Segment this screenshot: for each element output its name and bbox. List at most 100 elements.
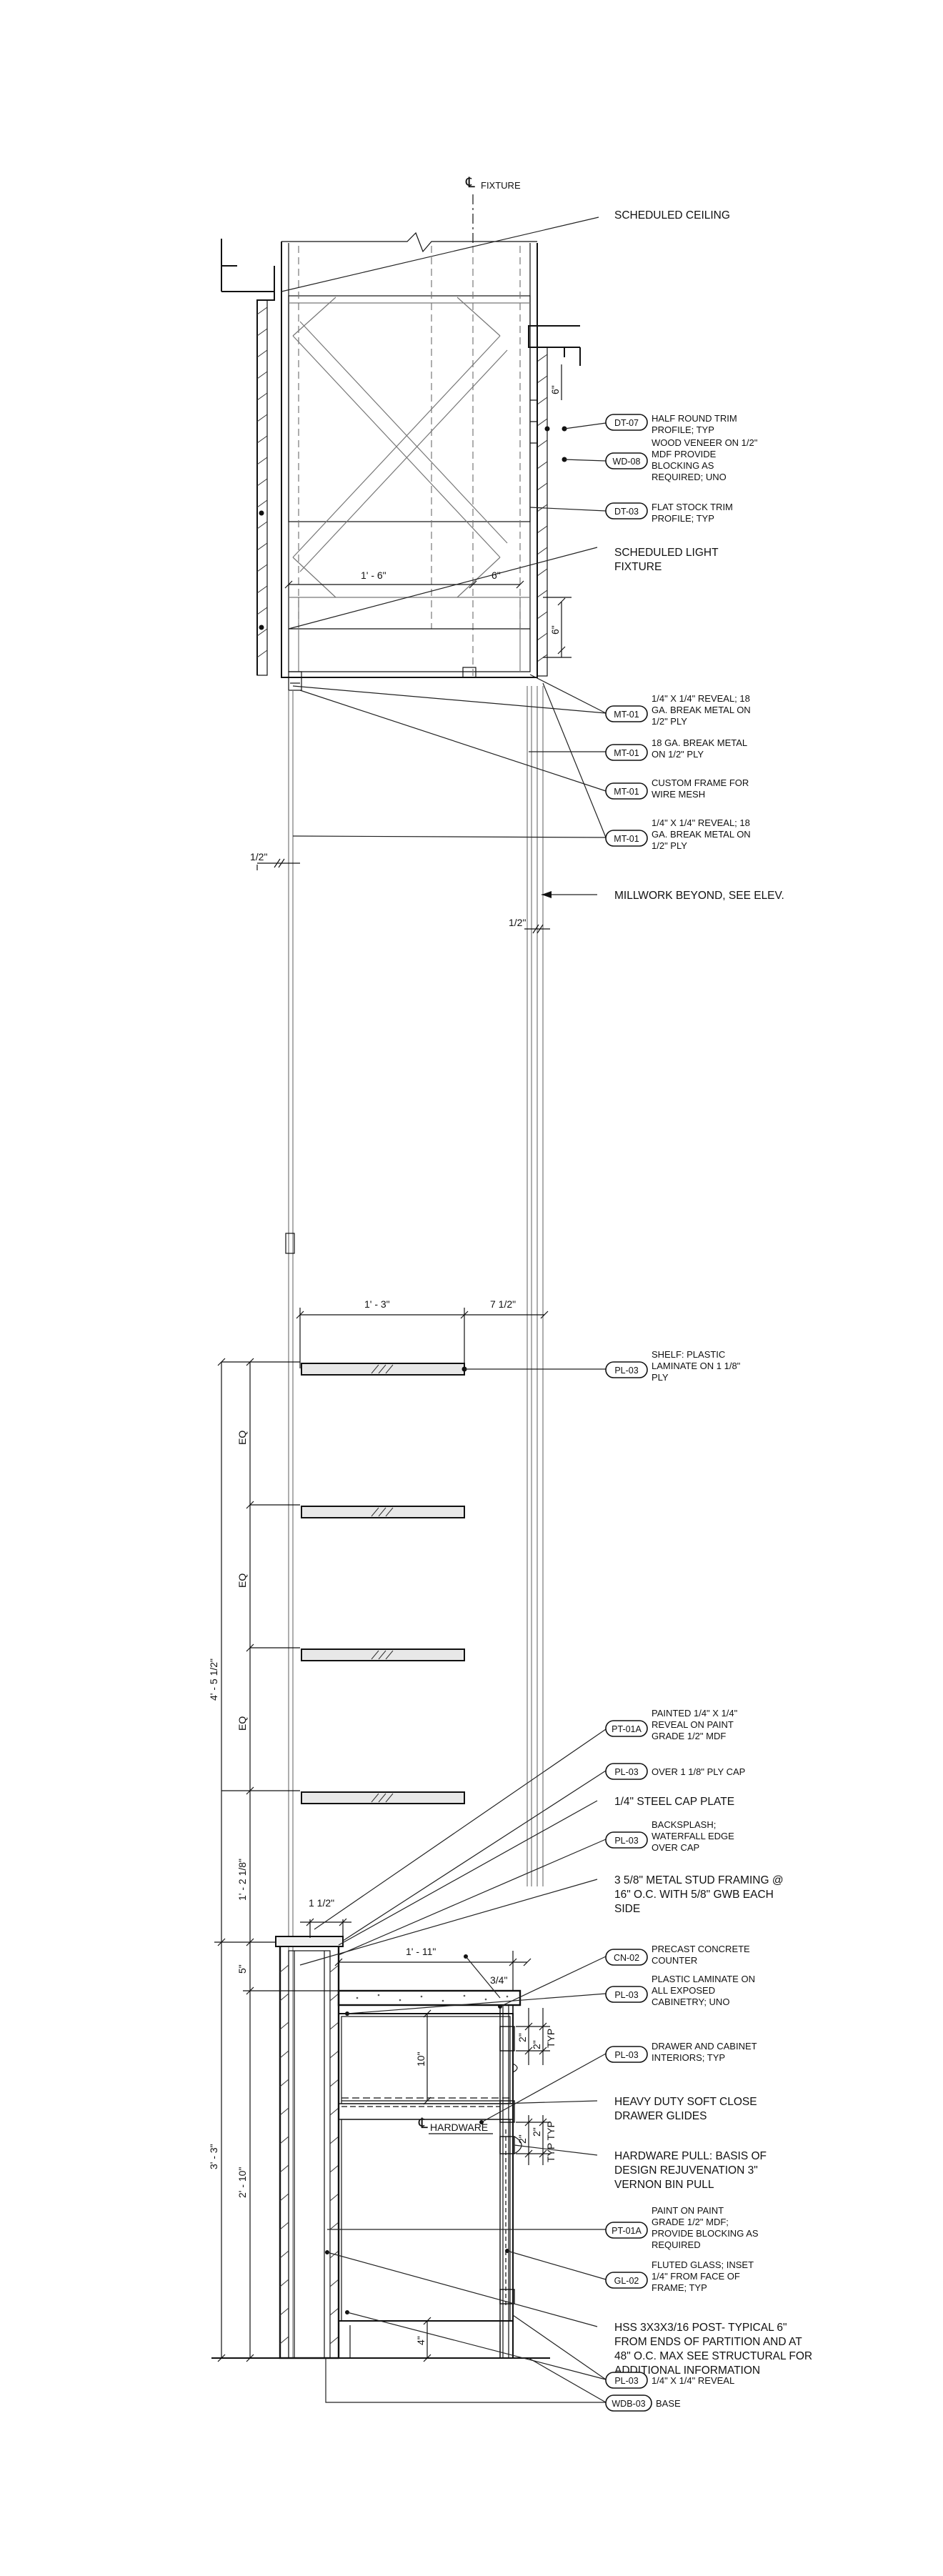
- keynote-tag: MT-01 1/4" X 1/4" REVEAL; 18 GA. BREAK M…: [605, 817, 751, 851]
- fixture-dimensions: 1' - 6" 6" 6" 6": [284, 364, 572, 658]
- dim-two-b: 2": [531, 2040, 542, 2049]
- note-scheduled-light-l1: SCHEDULED LIGHT: [614, 547, 719, 559]
- tag-note-line: 1/4" X 1/4" REVEAL; 18: [652, 817, 750, 828]
- tag-bubble: [605, 782, 648, 800]
- keynote-tag: WD-08 WOOD VENEER ON 1/2" MDF PROVIDE BL…: [605, 437, 758, 482]
- tag-note-line: 1/2" PLY: [652, 840, 687, 851]
- tag-code: PL-03: [614, 1767, 638, 1777]
- tag-note-line: BLOCKING AS: [652, 460, 714, 471]
- tag-note-line: PLASTIC LAMINATE ON: [652, 1974, 755, 1984]
- note-hardware-pull-l3: VERNON BIN PULL: [614, 2179, 714, 2191]
- tag-bubble: [605, 2272, 648, 2289]
- keynote-tag: MT-01 1/4" X 1/4" REVEAL; 18 GA. BREAK M…: [605, 693, 751, 727]
- note-hardware-pull-l2: DESIGN REJUVENATION 3": [614, 2164, 758, 2177]
- tag-code: CN-02: [614, 1953, 639, 1963]
- dim-half-b: 1/2": [509, 917, 526, 928]
- tag-note-line: FRAME; TYP: [652, 2282, 707, 2293]
- dim-two-d: 2": [531, 2127, 542, 2137]
- tag-note-line: OVER CAP: [652, 1842, 699, 1853]
- keynote-tag: DT-07 HALF ROUND TRIM PROFILE; TYP: [605, 413, 737, 435]
- tag-bubble: [605, 502, 648, 519]
- dim-fixture-6a: 6": [492, 570, 501, 581]
- keynote-tag: PL-03 OVER 1 1/8" PLY CAP: [605, 1763, 745, 1780]
- shelves: 1' - 3" 7 1/2": [296, 1298, 549, 1804]
- tag-bubble: [605, 1763, 648, 1780]
- note-metal-stud-l3: SIDE: [614, 1903, 640, 1915]
- tag-code: GL-02: [614, 2276, 639, 2286]
- tag-note-line: BACKSPLASH;: [652, 1819, 716, 1830]
- keynote-tag: WDB-03 BASE: [605, 2395, 681, 2412]
- note-soft-close-l2: DRAWER GLIDES: [614, 2110, 707, 2122]
- tag-bubble: [605, 705, 648, 722]
- tag-note-line: GRADE 1/2" MDF: [652, 1731, 726, 1741]
- keynote-tag: PL-03 DRAWER AND CABINET INTERIORS; TYP: [605, 2041, 757, 2063]
- ceiling-structure-right: [528, 325, 581, 677]
- dim-two-a: 2": [517, 2033, 528, 2042]
- tag-code: DT-07: [614, 418, 639, 428]
- tag-note-line: PLY: [652, 1372, 669, 1383]
- tag-note-line: REQUIRED: [652, 2239, 701, 2250]
- tag-bubble: [605, 2222, 648, 2239]
- tag-note-line: CABINETRY; UNO: [652, 1996, 729, 2007]
- dim-typ-a: TYP: [545, 2029, 557, 2048]
- keynote-tag: PL-03 SHELF: PLASTIC LAMINATE ON 1 1/8" …: [605, 1349, 741, 1383]
- dim-cap-height: 1' - 2 1/8": [236, 1859, 248, 1901]
- dim-cap-thk: 1 1/2": [309, 1897, 334, 1909]
- tag-note-line: CUSTOM FRAME FOR: [652, 777, 749, 788]
- tag-note-line: INTERIORS; TYP: [652, 2052, 725, 2063]
- dim-half-a: 1/2": [250, 851, 267, 862]
- keynote-tag: MT-01 18 GA. BREAK METAL ON 1/2" PLY: [605, 737, 747, 761]
- keynote-tag: GL-02 FLUTED GLASS; INSET 1/4" FROM FACE…: [605, 2259, 754, 2293]
- tag-code: PL-03: [614, 1990, 638, 2000]
- tag-note-line: HALF ROUND TRIM: [652, 413, 737, 424]
- note-hss-post-l3: 48" O.C. MAX SEE STRUCTURAL FOR: [614, 2350, 812, 2362]
- tag-code: MT-01: [614, 748, 639, 758]
- tag-note-line: WIRE MESH: [652, 789, 705, 800]
- tag-code: PT-01A: [612, 2226, 642, 2236]
- keynote-tag: MT-01 CUSTOM FRAME FOR WIRE MESH: [605, 777, 749, 800]
- keynote-tag: PL-03 PLASTIC LAMINATE ON ALL EXPOSED CA…: [605, 1974, 755, 2007]
- tag-note-line: 1/4" X 1/4" REVEAL: [652, 2375, 734, 2386]
- dim-shelf-gap: 7 1/2": [490, 1298, 516, 1310]
- note-hardware-pull-l1: HARDWARE PULL: BASIS OF: [614, 2150, 767, 2162]
- keynote-tag: PL-03 BACKSPLASH; WATERFALL EDGE OVER CA…: [605, 1819, 734, 1853]
- dim-shelves-total: 4' - 5 1/2": [208, 1659, 219, 1701]
- tag-code: MT-01: [614, 787, 639, 797]
- dim-counter-ovh: 3/4": [490, 1974, 507, 1986]
- keynote-tag: CN-02 PRECAST CONCRETE COUNTER: [605, 1944, 750, 1966]
- tag-note-line: DRAWER AND CABINET: [652, 2041, 757, 2052]
- tag-note-line: PROFILE; TYP: [652, 513, 714, 524]
- centerline-symbol: ℄: [465, 175, 475, 191]
- dim-typ-b: TYP TYP: [545, 2121, 557, 2162]
- keynote-tag: PT-01A PAINT ON PAINT GRADE 1/2" MDF; PR…: [605, 2205, 759, 2250]
- shelf-vertical-dimensions: EQ EQ EQ 4' - 5 1/2" 1' - 2 1/8": [208, 1358, 300, 1946]
- tag-note-line: GA. BREAK METAL ON: [652, 829, 751, 840]
- mesh-panel: 1/2" 1/2": [250, 686, 550, 2358]
- tag-code: MT-01: [614, 834, 639, 844]
- fixture-centerline-mark: ℄ FIXTURE: [465, 175, 521, 243]
- plain-notes: SCHEDULED CEILING SCHEDULED LIGHT FIXTUR…: [614, 209, 812, 2377]
- tag-bubble: [605, 2372, 648, 2389]
- dim-fixture-6b: 6": [549, 385, 561, 394]
- note-hss-post-l4: ADDITIONAL INFORMATION: [614, 2364, 760, 2377]
- dim-two-c: 2": [517, 2134, 528, 2144]
- hardware-centerline-symbol: ℄: [418, 2116, 428, 2132]
- dim-fixture-6c: 6": [549, 625, 561, 635]
- tag-note-line: COUNTER: [652, 1955, 697, 1966]
- keynote-tag: DT-03 FLAT STOCK TRIM PROFILE; TYP: [605, 502, 733, 524]
- tag-note-line: ALL EXPOSED: [652, 1985, 715, 1996]
- tag-code: WDB-03: [612, 2399, 645, 2409]
- keynote-tag: PT-01A PAINTED 1/4" X 1/4" REVEAL ON PAI…: [605, 1708, 738, 1741]
- tag-bubble: [605, 1949, 648, 1966]
- tag-note-line: 18 GA. BREAK METAL: [652, 737, 747, 748]
- tag-bubble: [605, 830, 648, 847]
- note-soft-close-l1: HEAVY DUTY SOFT CLOSE: [614, 2096, 757, 2108]
- tag-code: DT-03: [614, 507, 639, 517]
- tag-bubble: [605, 2395, 652, 2412]
- dim-eq-3: EQ: [236, 1716, 248, 1731]
- tag-bubble: [605, 1361, 648, 1378]
- tag-bubble: [605, 414, 648, 431]
- tag-bubble: [605, 744, 648, 761]
